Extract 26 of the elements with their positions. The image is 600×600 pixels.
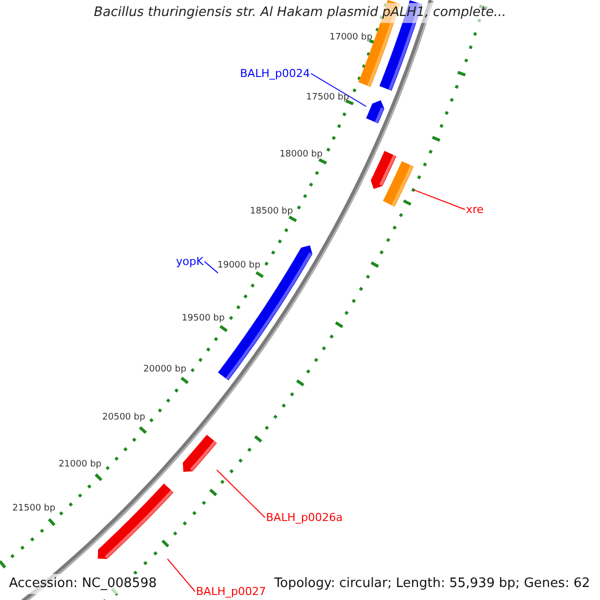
gene-feature (98, 484, 174, 559)
leader-line (216, 470, 266, 518)
leader-line (310, 73, 367, 107)
leader-line (413, 189, 466, 210)
summary-text: Topology: circular; Length: 55,939 bp; Genes: 62 (274, 575, 590, 593)
tick-label: 19500 bp (182, 314, 225, 325)
gene-label: yopK (176, 255, 204, 268)
gene-feature (382, 161, 414, 207)
gene-label: BALH_p0024 (240, 67, 310, 80)
tick-label: 18500 bp (250, 206, 293, 218)
tick-label: 17500 bp (306, 92, 350, 104)
tick-label: 17000 bp (330, 32, 372, 44)
leader-line (167, 558, 196, 592)
tick-label: 21500 bp (12, 503, 56, 514)
tick-label: 21000 bp (58, 459, 102, 470)
gene-label: xre (466, 203, 484, 216)
gene-label: BALH_p0027 (196, 585, 266, 598)
gene-feature (182, 434, 217, 472)
tick-label: 19000 bp (217, 260, 260, 272)
tick-label: 20000 bp (143, 364, 186, 376)
accession-text: Accession: NC_008598 (9, 574, 157, 594)
tick-label: 18000 bp (280, 150, 323, 161)
gene-feature (366, 100, 384, 124)
leader-line (204, 261, 218, 274)
gene-label: BALH_p0026a (266, 511, 343, 524)
tick-label: 20500 bp (102, 412, 146, 424)
